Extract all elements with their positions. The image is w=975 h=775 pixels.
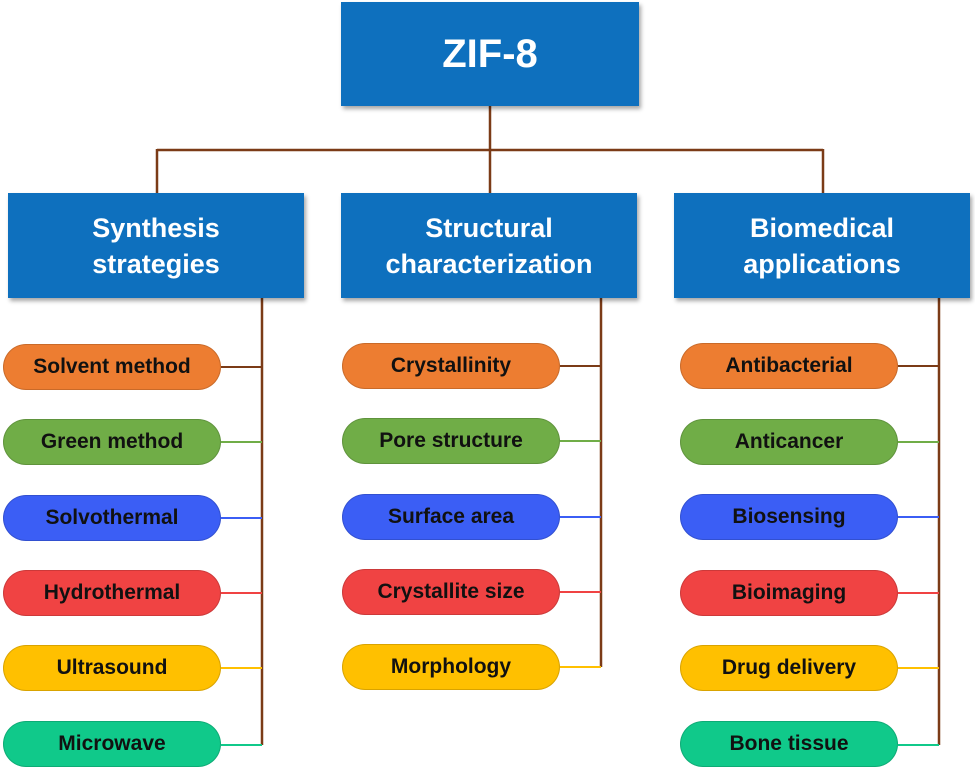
pill-label: Bone tissue [729, 732, 849, 755]
category-title-line1: Structural [425, 212, 553, 243]
pill-label: Hydrothermal [43, 581, 181, 604]
pill-label: Ultrasound [56, 656, 168, 679]
pill-label: Crystallinity [390, 354, 512, 377]
pill-label: Surface area [387, 505, 515, 528]
pill-label: Pore structure [379, 429, 523, 452]
pill-label: Morphology [390, 655, 512, 678]
pill-morphology: Morphology [342, 644, 560, 690]
pill-hydrothermal: Hydrothermal [3, 570, 221, 616]
category-title-line1: Biomedical [749, 212, 895, 243]
pill-label: Biosensing [732, 505, 846, 528]
category-structural-characterization: Structural characterization [341, 193, 637, 298]
root-label: ZIF-8 [442, 31, 538, 76]
pill-surface-area: Surface area [342, 494, 560, 540]
pill-pore-structure: Pore structure [342, 418, 560, 464]
category-title-line1: Synthesis [92, 212, 220, 243]
pill-drug-delivery: Drug delivery [680, 645, 898, 691]
pill-label: Green method [40, 430, 184, 453]
pill-bioimaging: Bioimaging [680, 570, 898, 616]
pill-ultrasound: Ultrasound [3, 645, 221, 691]
pill-label: Solvothermal [45, 506, 179, 529]
pill-label: Microwave [58, 732, 166, 755]
pill-anticancer: Anticancer [680, 419, 898, 465]
pill-label: Antibacterial [725, 354, 853, 377]
category-biomedical-applications: Biomedical applications [674, 193, 970, 298]
pill-crystallite-size: Crystallite size [342, 569, 560, 615]
pill-solvent-method: Solvent method [3, 344, 221, 390]
pill-antibacterial: Antibacterial [680, 343, 898, 389]
pill-biosensing: Biosensing [680, 494, 898, 540]
pill-label: Crystallite size [377, 580, 525, 603]
pill-label: Solvent method [33, 355, 191, 378]
pill-label: Bioimaging [731, 581, 847, 604]
category-title-line2: strategies [92, 248, 220, 279]
category-title-line2: characterization [385, 248, 593, 279]
pill-green-method: Green method [3, 419, 221, 465]
root-node-zif8: ZIF-8 [341, 2, 639, 106]
pill-crystallinity: Crystallinity [342, 343, 560, 389]
category-title-line2: applications [743, 248, 901, 279]
pill-bone-tissue: Bone tissue [680, 721, 898, 767]
pill-label: Drug delivery [721, 656, 857, 679]
category-synthesis-strategies: Synthesis strategies [8, 193, 304, 298]
pill-microwave: Microwave [3, 721, 221, 767]
pill-label: Anticancer [734, 430, 844, 453]
pill-solvothermal: Solvothermal [3, 495, 221, 541]
